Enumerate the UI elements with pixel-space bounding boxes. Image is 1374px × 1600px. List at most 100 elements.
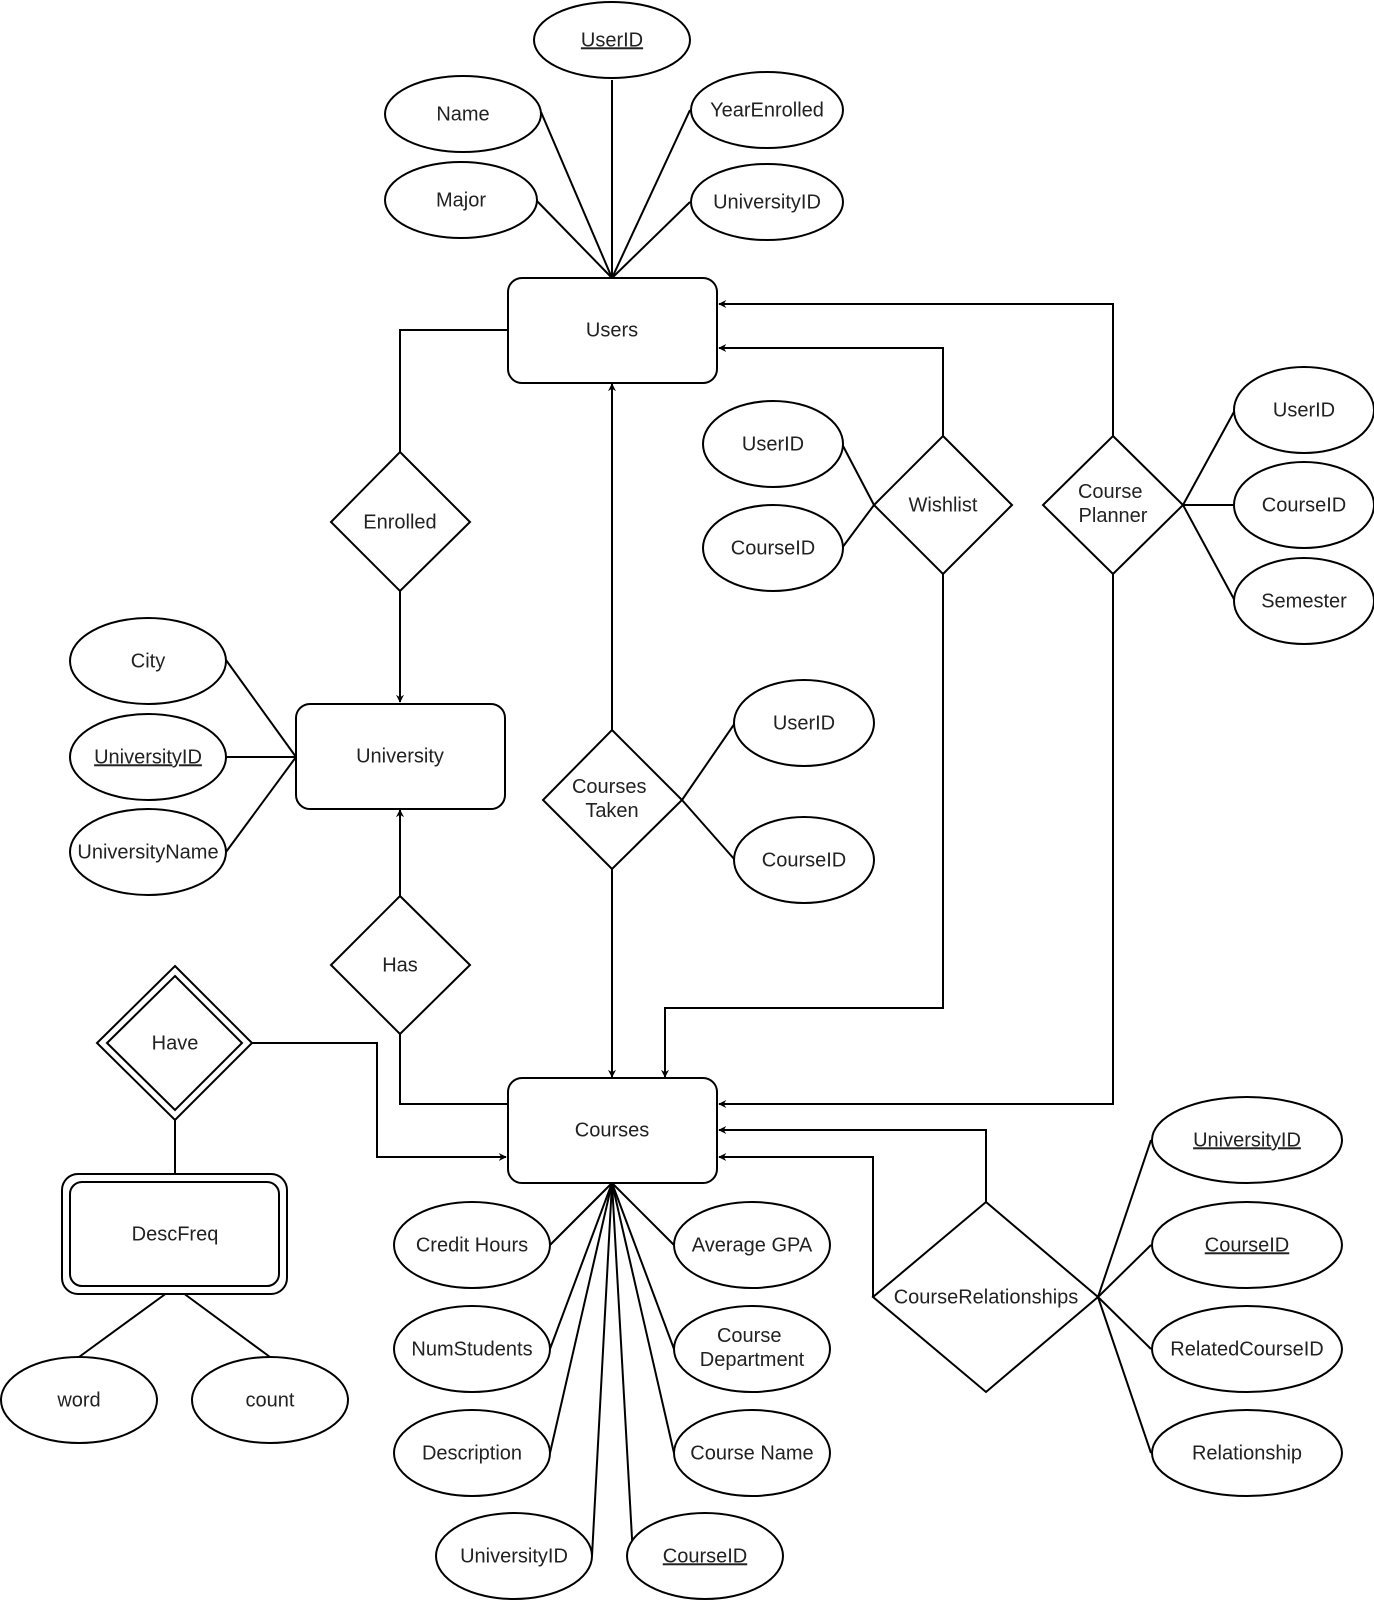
attr-wishlist-courseid-label: CourseID [731,537,815,559]
connector-courserelationships-courseid [1097,1244,1152,1298]
attr-users-yearenrolled[interactable]: YearEnrolled [690,71,844,149]
attr-courserelationships-courseid[interactable]: CourseID [1151,1201,1343,1289]
attr-university-city[interactable]: City [69,617,227,705]
attr-courserelationships-universityid[interactable]: UniversityID [1151,1096,1343,1184]
connector-users-major [535,199,613,279]
relationship-have-label: Have [152,1032,199,1054]
connectors [78,80,1236,1557]
attr-coursestaken-userid[interactable]: UserID [733,679,875,767]
attr-courses-averagegpa-label: Average GPA [692,1234,813,1256]
relationship-wishlist[interactable]: Wishlist [872,434,1014,576]
relationship-course-relationships[interactable]: CourseRelationships [871,1200,1100,1394]
relationship-enrolled[interactable]: Enrolled [329,450,472,593]
connector-university-universityname [225,756,297,853]
attr-courserelationships-relationship[interactable]: Relationship [1151,1409,1343,1497]
attr-courses-courseid-label: CourseID [663,1545,747,1567]
connector-courses-coursename [611,1182,675,1454]
attr-descfreq-count-label: count [246,1389,295,1411]
attr-users-userid[interactable]: UserID [533,1,691,79]
connector-courses-credithours [549,1182,613,1246]
connector-users-name [540,111,613,279]
relationship-course-planner-line-2: Planner [1079,505,1148,527]
relationship-courses-taken[interactable]: Courses Taken [541,728,684,871]
attr-courseplanner-userid[interactable]: UserID [1233,366,1374,454]
entity-university[interactable]: University [295,703,506,810]
relationship-has[interactable]: Has [329,894,472,1036]
attr-courseplanner-courseid[interactable]: CourseID [1233,461,1374,549]
attr-users-universityid[interactable]: UniversityID [690,163,844,241]
entity-descfreq[interactable]: DescFreq [61,1173,288,1295]
connector-courses-averagegpa [611,1182,675,1246]
connector-users-enrolled [399,329,508,452]
relationship-course-planner-label: Course Planner [1078,481,1148,527]
attr-courses-coursename-label: Course Name [690,1442,813,1464]
attr-courses-universityid-label: UniversityID [460,1545,568,1567]
attr-courses-coursedepartment-line-2: Department [700,1349,805,1371]
attr-courses-numstudents[interactable]: NumStudents [393,1305,551,1393]
connector-courses-description [549,1182,613,1454]
connector-wishlist-userid [841,443,875,506]
attr-users-name[interactable]: Name [384,75,542,153]
relationship-course-planner[interactable]: Course Planner [1041,434,1185,576]
attr-wishlist-userid[interactable]: UserID [702,400,844,488]
arrow-courseplanner-users [718,300,1114,436]
attr-descfreq-word[interactable]: word [0,1356,158,1444]
attr-courses-numstudents-label: NumStudents [411,1338,532,1360]
attr-courses-coursedepartment[interactable]: Course Department [673,1305,831,1393]
attr-courses-credithours-label: Credit Hours [416,1234,528,1256]
attr-courserelationships-universityid-label: UniversityID [1193,1129,1301,1151]
attr-wishlist-userid-label: UserID [742,433,804,455]
connector-courserelationships-relatedcourseid [1097,1296,1152,1350]
relationship-have[interactable]: Have [95,964,254,1122]
attr-users-name-label: Name [436,103,489,125]
attr-coursestaken-userid-label: UserID [773,712,835,734]
attr-coursestaken-courseid[interactable]: CourseID [733,816,875,904]
attr-courses-description[interactable]: Description [393,1409,551,1497]
relationship-courses-taken-label: Courses Taken [572,776,652,822]
attr-university-universityid-label: UniversityID [94,746,202,768]
arrow-wishlist-users [718,344,944,436]
entity-users-label: Users [586,319,638,341]
connector-descfreq-word [78,1286,176,1358]
attr-courses-credithours[interactable]: Credit Hours [393,1201,551,1289]
arrow-courserelationships-courses-1 [718,1126,987,1202]
connector-coursestaken-courseid [681,799,736,861]
attr-wishlist-courseid[interactable]: CourseID [702,504,844,592]
connector-coursestaken-userid [681,722,736,801]
attr-university-universityname[interactable]: UniversityName [69,808,227,896]
attr-courseplanner-userid-label: UserID [1273,399,1335,421]
attr-university-universityid[interactable]: UniversityID [69,713,227,801]
attr-courses-universityid[interactable]: UniversityID [435,1512,593,1600]
connector-wishlist-courseid [841,504,875,549]
attr-courserelationships-relatedcourseid[interactable]: RelatedCourseID [1151,1305,1343,1393]
relationship-course-planner-line-1: Course [1078,481,1142,503]
attr-courses-courseid[interactable]: CourseID [626,1512,784,1600]
arrow-courserelationships-courses-2 [718,1153,874,1297]
arrow-wishlist-courses [661,574,944,1078]
connector-courses-coursedepartment [611,1182,675,1350]
entity-courses-label: Courses [575,1119,649,1141]
attr-courses-averagegpa[interactable]: Average GPA [673,1201,831,1289]
connector-courses-courseid [611,1182,634,1557]
connector-users-universityid [611,201,691,279]
connector-courses-universityid [591,1182,613,1557]
attr-users-yearenrolled-label: YearEnrolled [710,99,824,121]
relationship-courses-taken-line-2: Taken [585,800,638,822]
relationship-courses-taken-line-1: Courses [572,776,646,798]
attr-descfreq-count[interactable]: count [191,1356,349,1444]
connector-university-city [225,659,297,758]
entity-descfreq-label: DescFreq [132,1223,219,1245]
connector-has-courses [399,1034,508,1105]
attr-courseplanner-semester[interactable]: Semester [1233,557,1374,645]
relationship-has-label: Has [382,954,418,976]
attr-users-major[interactable]: Major [384,161,538,239]
attr-courses-coursename[interactable]: Course Name [673,1409,831,1497]
attr-users-universityid-label: UniversityID [713,191,821,213]
attr-courses-coursedepartment-label: Course Department [700,1325,805,1371]
attr-courseplanner-courseid-label: CourseID [1262,494,1346,516]
arrow-courseplanner-courses [718,574,1114,1108]
entity-users[interactable]: Users [507,277,718,384]
entity-courses[interactable]: Courses [507,1077,718,1184]
connector-users-yearenrolled [611,109,691,279]
